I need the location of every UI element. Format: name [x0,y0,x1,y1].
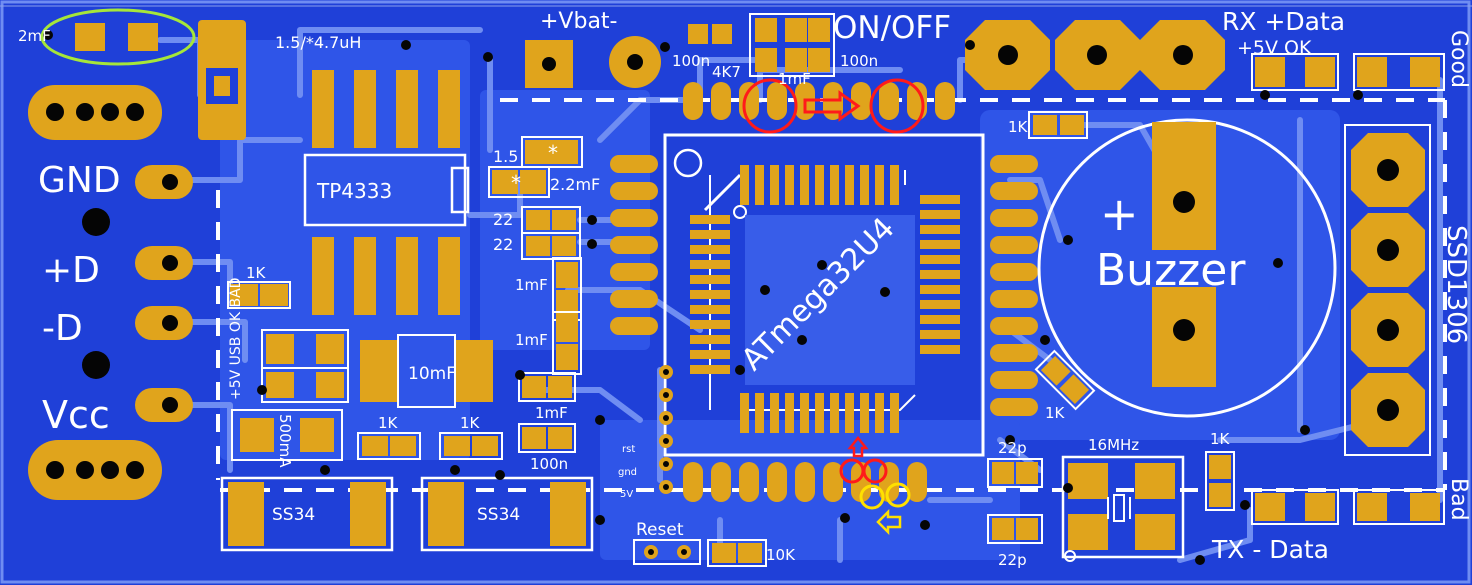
label-1k-c: 1K [1008,118,1029,136]
label-100n-a: 100n [672,52,710,70]
mcu-die-pad [745,215,915,385]
label-1k-e: 1K [1210,430,1231,448]
silk-star: * [548,141,558,165]
label-fuse: 500mA [276,414,294,468]
via [43,30,53,40]
red-arrow-right-marker [803,90,861,122]
label-1k-d: 1K [1045,404,1066,422]
mcu-quad-pins-top [740,165,899,205]
label-10k: 10K [766,546,796,564]
label-reset: Reset [636,520,684,540]
label-tx-data: TX - Data [1211,535,1329,564]
reset-header-outline [633,539,701,565]
buzzer-pad-positive [1152,122,1216,250]
mcu-left-pins [610,155,658,335]
label-2-2mf: 2.2mF [550,175,600,194]
tp4333-chip [312,70,460,315]
label-tp4333: TP4333 [316,179,392,203]
label-1mf-top: 1mF [778,70,811,88]
buzzer-outline [1037,118,1337,418]
label-5v-ok: +5V OK [1237,37,1312,59]
bottom-header-pads [683,462,927,502]
usb-mount-pad-bottom [28,440,162,500]
crystal-outline [1061,455,1185,559]
mcu-quad-pins-left [690,215,730,374]
label-buzzer-plus: + [1100,187,1139,241]
label-1k-left: 1K [246,264,267,282]
green-highlight-marker [40,8,196,66]
label-minus-d: -D [42,308,83,349]
label-gnd-small: gnd [618,467,637,478]
yellow-circle-marker-1 [859,484,885,510]
usb-mount-pad-top [28,85,162,140]
mcu-right-pins [990,155,1038,416]
label-crystal: 16MHz [1088,436,1139,454]
label-22-a: 22 [493,210,513,229]
red-circle-marker-2 [869,78,925,134]
label-usb-status: +5V USB OK BAD [228,278,244,400]
tp4333-notch [450,166,470,214]
yellow-arrow-left-marker [876,508,902,536]
label-1mf-a: 1mF [515,276,548,294]
tp4333-outline [303,153,467,227]
red-circle-marker-1 [742,78,798,134]
red-circle-marker-4 [862,458,888,484]
label-vbat: +Vbat- [540,9,618,34]
label-on-off: ON/OFF [833,10,951,46]
label-1mf-c: 1mF [535,404,568,422]
mcu-quad-pins-bottom [740,393,899,433]
label-5v-small: 5V [620,489,633,500]
usb-signal-pads [82,165,193,422]
label-vcc: Vcc [42,393,110,437]
cap-2mf-pad-1 [75,23,105,51]
fuse-outline [231,409,343,461]
label-100n-c: 100n [530,455,568,473]
pad-inner [214,76,230,96]
yellow-circle-marker-2 [885,482,911,508]
cap-10mf-pad-1 [360,340,398,402]
side-header-column [659,365,673,494]
label-rst: rst [622,444,635,455]
mcu-quad-pins-right [920,195,960,354]
label-diode-1: SS34 [272,505,315,525]
label-cap-2mf: 2mF [18,27,51,45]
label-gnd: GND [38,160,121,201]
top-round-connectors [965,20,1225,90]
red-arrow-up-marker [847,435,869,458]
label-display: SSD1306 [1441,225,1471,344]
usb-status-leds [261,329,349,403]
label-1mf-b: 1mF [515,331,548,349]
label-22-b: 22 [493,235,513,254]
label-4k7: 4K7 [712,63,741,81]
label-cap-10mf: 10mF [408,364,456,384]
ss34-diodes [220,476,594,552]
label-inductor: 1.5/*4.7uH [275,33,361,52]
svg-text:*: * [511,171,521,195]
label-1k-b: 1K [460,414,481,432]
label-diode-2: SS34 [477,505,520,525]
label-plus-d: +D [42,250,100,291]
label-100n-b: 100n [840,52,878,70]
label-buzzer: Buzzer [1096,245,1246,296]
ssd1306-connector [1344,124,1431,456]
label-22p-a: 22p [998,439,1027,457]
label-1k-a: 1K [378,414,399,432]
label-good: Good [1446,30,1471,88]
mcu-outline [663,133,985,457]
mcu-pin1-marker [673,148,703,178]
cap-2mf-pad-2 [128,23,158,51]
cap-10mf-pad-2 [455,340,493,402]
label-rx-data: RX +Data [1222,7,1345,36]
label-1-5: 1.5 [493,147,518,166]
vias [257,40,1310,565]
label-22p-b: 22p [998,551,1027,569]
label-bad: Bad [1446,478,1471,521]
